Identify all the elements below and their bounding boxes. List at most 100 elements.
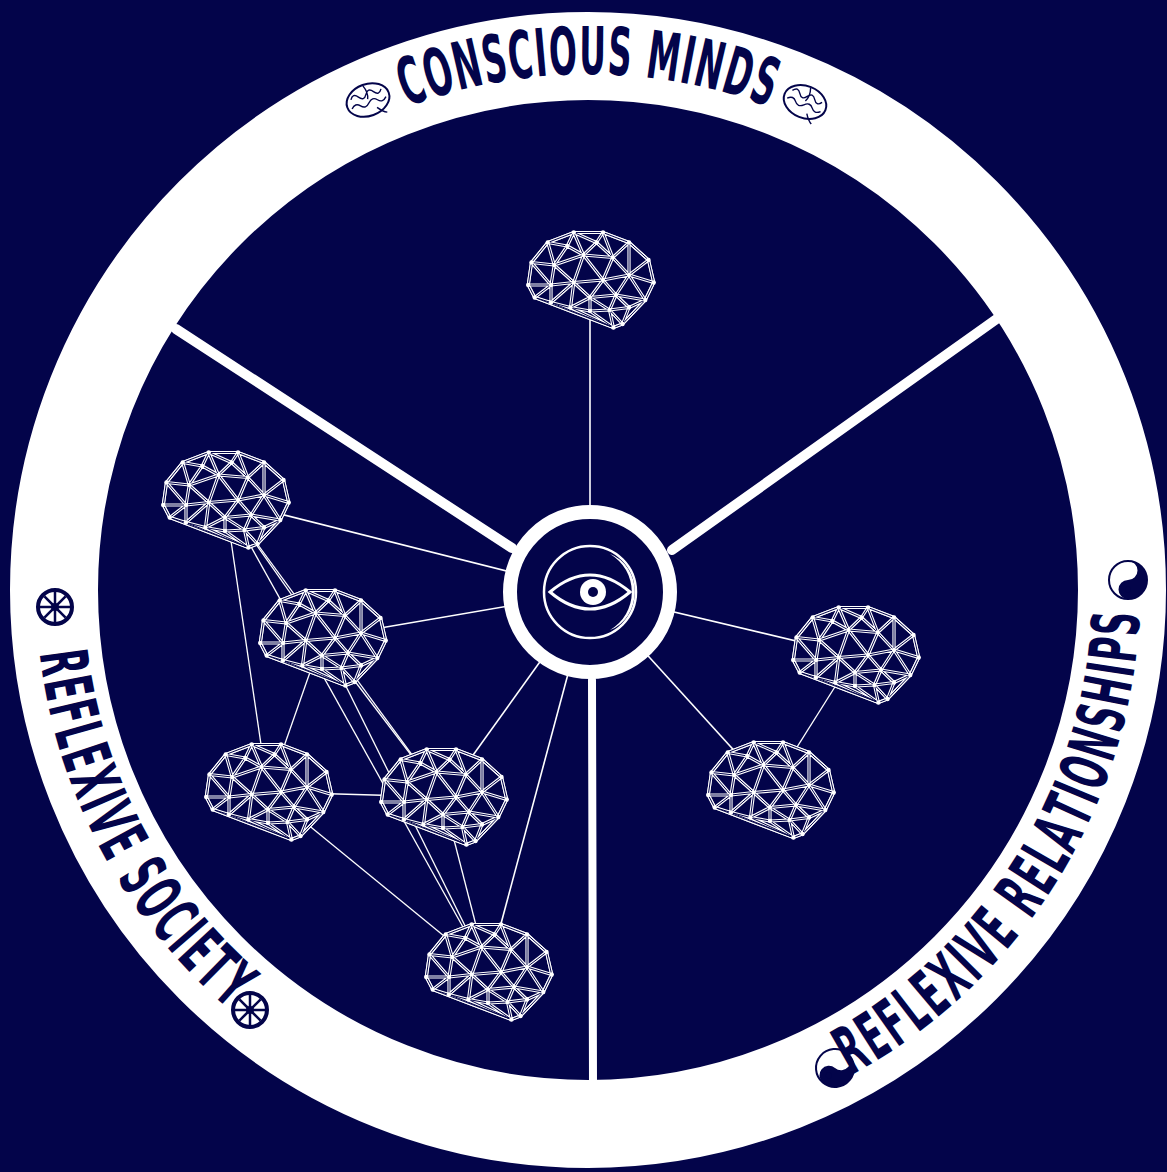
brain-vertex xyxy=(853,670,857,674)
ring-letter: N xyxy=(446,31,488,102)
brain-vertex xyxy=(866,605,870,609)
brain-fill xyxy=(708,743,833,838)
brain-fill xyxy=(206,745,331,840)
brain-vertex xyxy=(791,765,795,769)
brain-vertex xyxy=(876,630,880,634)
brain-vertex xyxy=(227,812,231,816)
brain-vertex xyxy=(752,740,756,744)
brain-vertex xyxy=(830,619,834,623)
brain-vertex xyxy=(781,788,785,792)
brain-mesh xyxy=(381,750,506,845)
ring-letter: U xyxy=(579,19,606,85)
brain-vertex xyxy=(550,972,554,976)
brain-vertex xyxy=(402,817,406,821)
brain-vertex xyxy=(266,807,270,811)
brain-vertex xyxy=(594,240,598,244)
brain-vertex xyxy=(768,819,772,823)
yinyang-dot xyxy=(1125,568,1131,574)
brain-vertex xyxy=(289,837,293,841)
brain-vertex xyxy=(359,598,363,602)
brain-vertex xyxy=(729,810,733,814)
ring-letter xyxy=(100,837,163,880)
brain-vertex xyxy=(425,747,429,751)
brain-vertex xyxy=(885,697,889,701)
brain-vertex xyxy=(892,615,896,619)
brain-vertex xyxy=(752,790,756,794)
ring-letter: P xyxy=(1081,634,1149,665)
brain-vertex xyxy=(525,965,529,969)
brain-vertex xyxy=(565,244,569,248)
brain-vertex xyxy=(463,936,467,940)
brain-vertex xyxy=(546,240,550,244)
brain-vertex xyxy=(807,815,811,819)
brain-vertex xyxy=(454,747,458,751)
ring-letter xyxy=(978,889,1037,938)
brain-mesh-inner xyxy=(793,608,918,703)
brain-vertex xyxy=(601,230,605,234)
brain-vertex xyxy=(726,750,730,754)
brain-vertex xyxy=(480,822,484,826)
brain-vertex xyxy=(505,1000,509,1004)
brain-vertex xyxy=(246,545,250,549)
brain-vertex xyxy=(544,950,548,954)
brain-vertex xyxy=(204,795,208,799)
brain-vertex xyxy=(588,309,592,313)
ring-letter: E xyxy=(901,962,961,1027)
brain-vertex xyxy=(581,253,585,257)
brain-vertex xyxy=(441,826,445,830)
brain-vertex xyxy=(748,815,752,819)
brain-vertex xyxy=(305,752,309,756)
brain-vertex xyxy=(450,955,454,959)
ring-letter: R xyxy=(824,1015,879,1085)
brain-vertex xyxy=(826,768,830,772)
brain-fill xyxy=(528,233,653,328)
brain-vertex xyxy=(814,675,818,679)
brain-icon-outline xyxy=(779,79,832,125)
wheel-icon xyxy=(38,590,72,624)
brain-vertex xyxy=(304,588,308,592)
brain-icon-folds xyxy=(346,80,391,123)
brain-vertex xyxy=(262,460,266,464)
brain-vertex xyxy=(846,628,850,632)
brain-vertex xyxy=(265,653,269,657)
wheel-icon xyxy=(233,993,267,1027)
brain-vertex xyxy=(467,810,471,814)
brain-vertex xyxy=(627,305,631,309)
brain-vertex xyxy=(911,633,915,637)
wheel-spoke xyxy=(250,999,261,1010)
ring-letter: H xyxy=(1073,671,1143,711)
brain-vertex xyxy=(379,800,383,804)
ring-letter: I xyxy=(1045,775,1111,812)
brain-vertex xyxy=(774,750,778,754)
brain-vertex xyxy=(549,283,553,287)
ring-letter: X xyxy=(58,758,129,806)
geodesic-brain xyxy=(791,605,921,704)
brain-vertex xyxy=(447,975,451,979)
brain-vertex xyxy=(279,742,283,746)
brain-vertex xyxy=(298,834,302,838)
brain-vertex xyxy=(614,293,618,297)
brain-vertex xyxy=(227,795,231,799)
ring-letter: C xyxy=(389,47,434,117)
brain-vertex xyxy=(278,518,282,522)
brain-vertex xyxy=(184,503,188,507)
ring-letter: O xyxy=(547,19,578,86)
wheel-spoke xyxy=(55,596,66,607)
brain-vertex xyxy=(272,752,276,756)
brain-vertex xyxy=(466,997,470,1001)
brain-vertex xyxy=(246,475,250,479)
brain-vertex xyxy=(333,636,337,640)
eye-iris xyxy=(580,579,606,605)
brain-vertex xyxy=(470,972,474,976)
ring-letter: S xyxy=(107,848,175,904)
brain-vertex xyxy=(399,757,403,761)
brain-vertex xyxy=(258,641,262,645)
ring-letter: I xyxy=(937,935,993,990)
ring-letter: Y xyxy=(204,953,266,1018)
ring-letter: F xyxy=(865,990,921,1057)
brain-vertex xyxy=(518,1014,522,1018)
brain-mesh-inner xyxy=(381,750,506,845)
ring-letter: L xyxy=(43,716,112,754)
brain-vertex xyxy=(607,308,611,312)
